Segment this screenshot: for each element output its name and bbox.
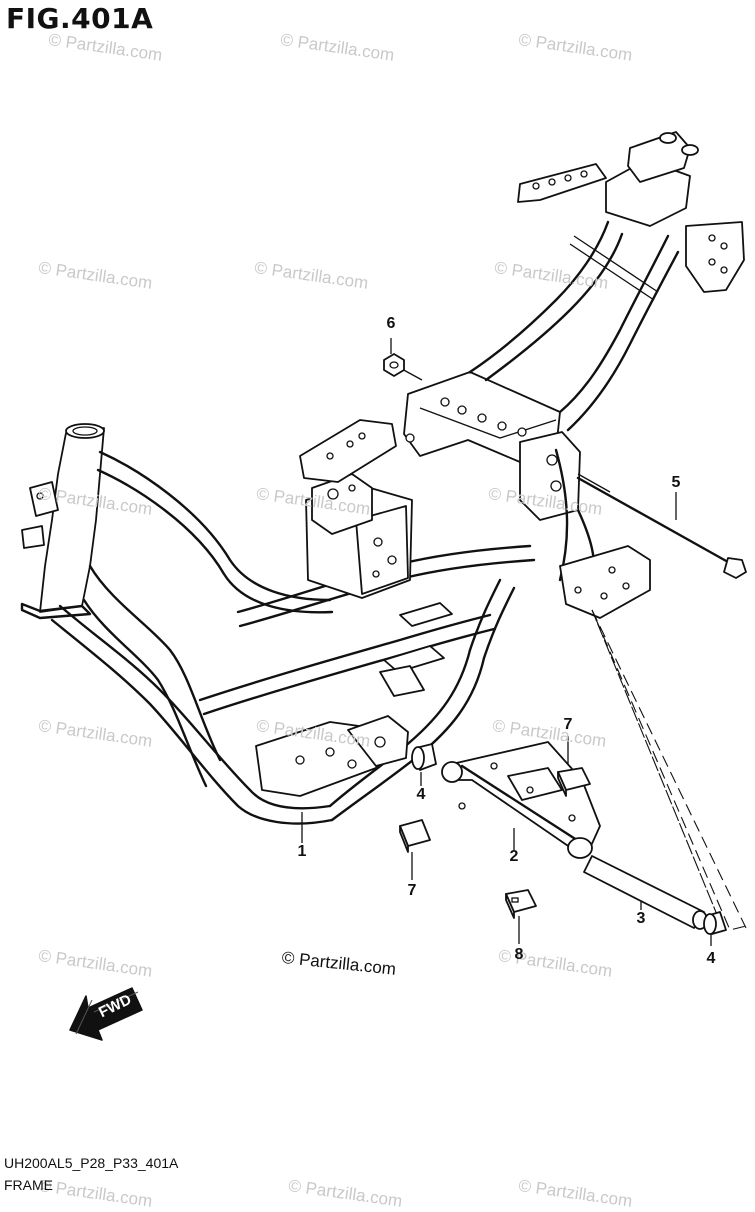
cushion-part-7-lower (399, 819, 431, 853)
callout-2: 2 (509, 848, 519, 865)
callout-1: 1 (297, 843, 307, 860)
clip-part-8 (505, 889, 537, 919)
figure-code: UH200AL5_P28_P33_401A (4, 1155, 179, 1171)
callout-3: 3 (636, 910, 646, 927)
main-frame (20, 131, 745, 825)
bushing-part-4-right (703, 911, 727, 935)
callout-4-right: 4 (706, 950, 716, 967)
callout-6: 6 (386, 315, 396, 332)
fwd-arrow-icon (69, 987, 143, 1041)
bushing-part-4-left (411, 743, 437, 771)
callout-7-lower: 7 (407, 882, 417, 899)
bracket-part-2 (441, 741, 601, 859)
callout-4-left: 4 (416, 786, 426, 803)
cushion-part-7-upper (557, 767, 591, 797)
nut-part-6 (383, 353, 405, 377)
callout-7-upper: 7 (563, 716, 573, 733)
figure-name: FRAME (4, 1177, 53, 1193)
callout-8: 8 (514, 946, 524, 963)
figure-title: FIG.401A (6, 2, 154, 35)
bolt-part-5 (576, 473, 747, 579)
callout-5: 5 (671, 474, 681, 491)
